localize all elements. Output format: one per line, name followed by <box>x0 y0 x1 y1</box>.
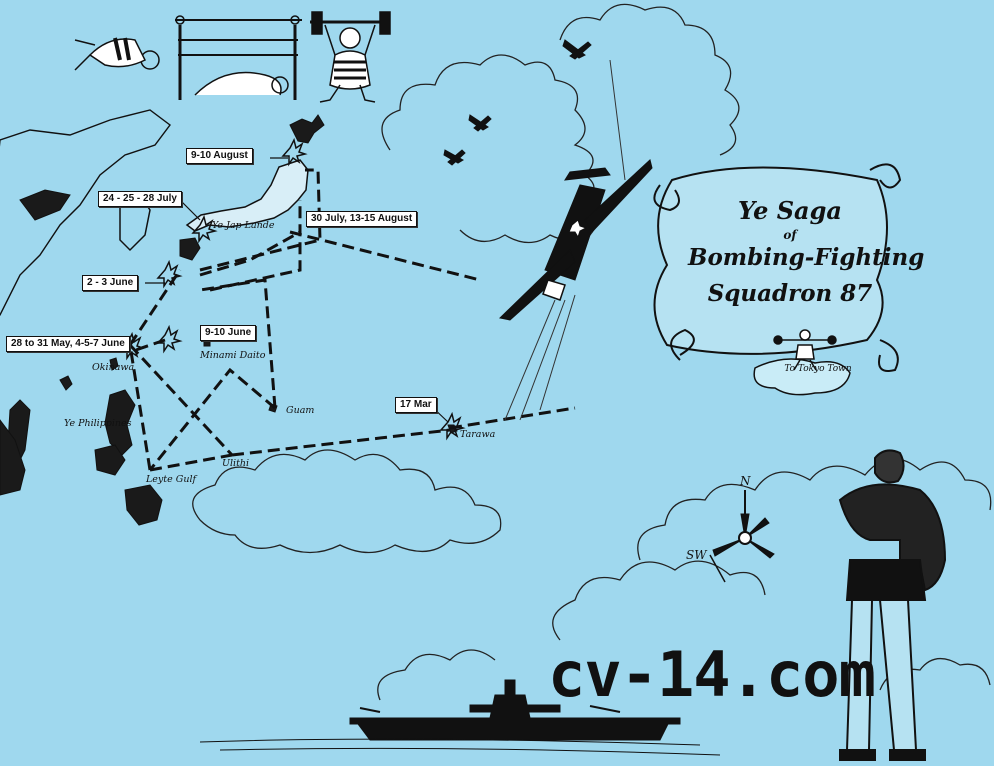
route-leyte-okinawa <box>128 344 152 471</box>
route-japan-loop-3 <box>199 230 301 277</box>
place-ulithi: Ulithi <box>222 458 250 469</box>
compass-north-label: N <box>740 474 751 488</box>
route-ulithi-tarawa <box>231 428 451 457</box>
route-guam-leyte <box>148 367 276 471</box>
japan-hokkaido <box>289 114 325 144</box>
route-japan-offshore <box>289 230 481 282</box>
route-japan-loop-2 <box>209 200 302 292</box>
compass-southwest-label: SW <box>686 548 707 562</box>
small-plane-2 <box>468 114 492 132</box>
cloud-top <box>381 54 599 244</box>
route-leyte-ulithi <box>149 453 233 472</box>
flight-routes <box>128 168 576 472</box>
date-label-july30-aug: 30 July, 13-15 August <box>306 211 418 227</box>
route-tarawa-east <box>449 406 576 430</box>
explosion-kyushu <box>156 259 183 289</box>
cartoon-figures <box>74 11 391 103</box>
luzon <box>104 389 136 456</box>
mainland-lower <box>0 419 26 496</box>
title-line-squadron: Squadron 87 <box>707 280 873 307</box>
aircraft <box>443 39 653 421</box>
cloud-bottom-left <box>377 649 496 701</box>
scroll-curl-top <box>653 163 902 212</box>
place-philippines: Ye Philippines <box>64 418 132 429</box>
place-minami-daito: Minami Daito <box>200 350 266 361</box>
title-line-ye-saga: Ye Saga <box>738 196 842 225</box>
weightlifter <box>310 11 391 103</box>
date-label-march-17: 17 Mar <box>395 397 437 413</box>
explosion-japan-2 <box>191 214 218 244</box>
scroll-body <box>653 166 888 355</box>
explosion-tarawa <box>439 411 466 441</box>
shandong <box>19 189 71 221</box>
tokyo-town-caption: To Tokyo Town <box>784 364 852 374</box>
date-label-aug-9-10: 9-10 August <box>186 148 253 164</box>
speed-lines <box>504 59 626 421</box>
pilot-figure <box>838 449 947 761</box>
scroll-mascot <box>773 329 837 371</box>
bed-frame <box>175 15 302 100</box>
place-guam: Guam <box>286 405 315 416</box>
title-line-of: of <box>783 228 797 242</box>
tokyo-island <box>753 358 851 396</box>
date-label-may-june: 28 to 31 May, 4-5-7 June <box>6 336 130 352</box>
aircraft-carrier <box>199 679 721 756</box>
island-chain-1 <box>59 375 73 391</box>
kicked-figure <box>74 37 160 71</box>
date-label-june-9-10: 9-10 June <box>200 325 257 341</box>
land-masses <box>0 109 458 526</box>
watermark-text: cv-14.com <box>548 638 876 711</box>
place-okinawa: Okinawa <box>92 362 135 373</box>
place-tarawa: Tarawa <box>460 429 496 440</box>
explosion-minami <box>156 324 183 354</box>
cloud-topright <box>559 3 740 156</box>
title-scroll <box>653 163 902 396</box>
diving-fighter <box>498 159 653 321</box>
compass-propeller <box>709 490 775 583</box>
mindanao <box>124 484 163 526</box>
title-line-bombing-fighting: Bombing-Fighting <box>688 244 925 271</box>
small-plane-1 <box>562 39 592 60</box>
date-label-july-24-28: 24 - 25 - 28 July <box>98 191 182 207</box>
japan-kyushu <box>179 237 201 261</box>
china-coast <box>0 109 171 316</box>
cloud-middle <box>192 449 502 554</box>
visayas <box>94 444 126 476</box>
scroll-curl-bottom <box>670 328 899 372</box>
pointer-july-24 <box>179 199 201 221</box>
route-guam-japan <box>199 278 277 409</box>
small-plane-3 <box>443 149 466 166</box>
explosion-japan-1 <box>281 137 308 167</box>
okinawa-island <box>109 357 119 371</box>
date-label-june-2-3: 2 - 3 June <box>82 275 139 291</box>
cloud-right <box>637 457 992 561</box>
place-leyte-gulf: Leyte Gulf <box>146 474 197 485</box>
japan-honshu <box>185 159 309 232</box>
route-okinawa-ulithi <box>128 343 234 457</box>
place-japan: Ye Jap Lande <box>212 220 275 231</box>
cloud-bottom <box>552 560 766 641</box>
